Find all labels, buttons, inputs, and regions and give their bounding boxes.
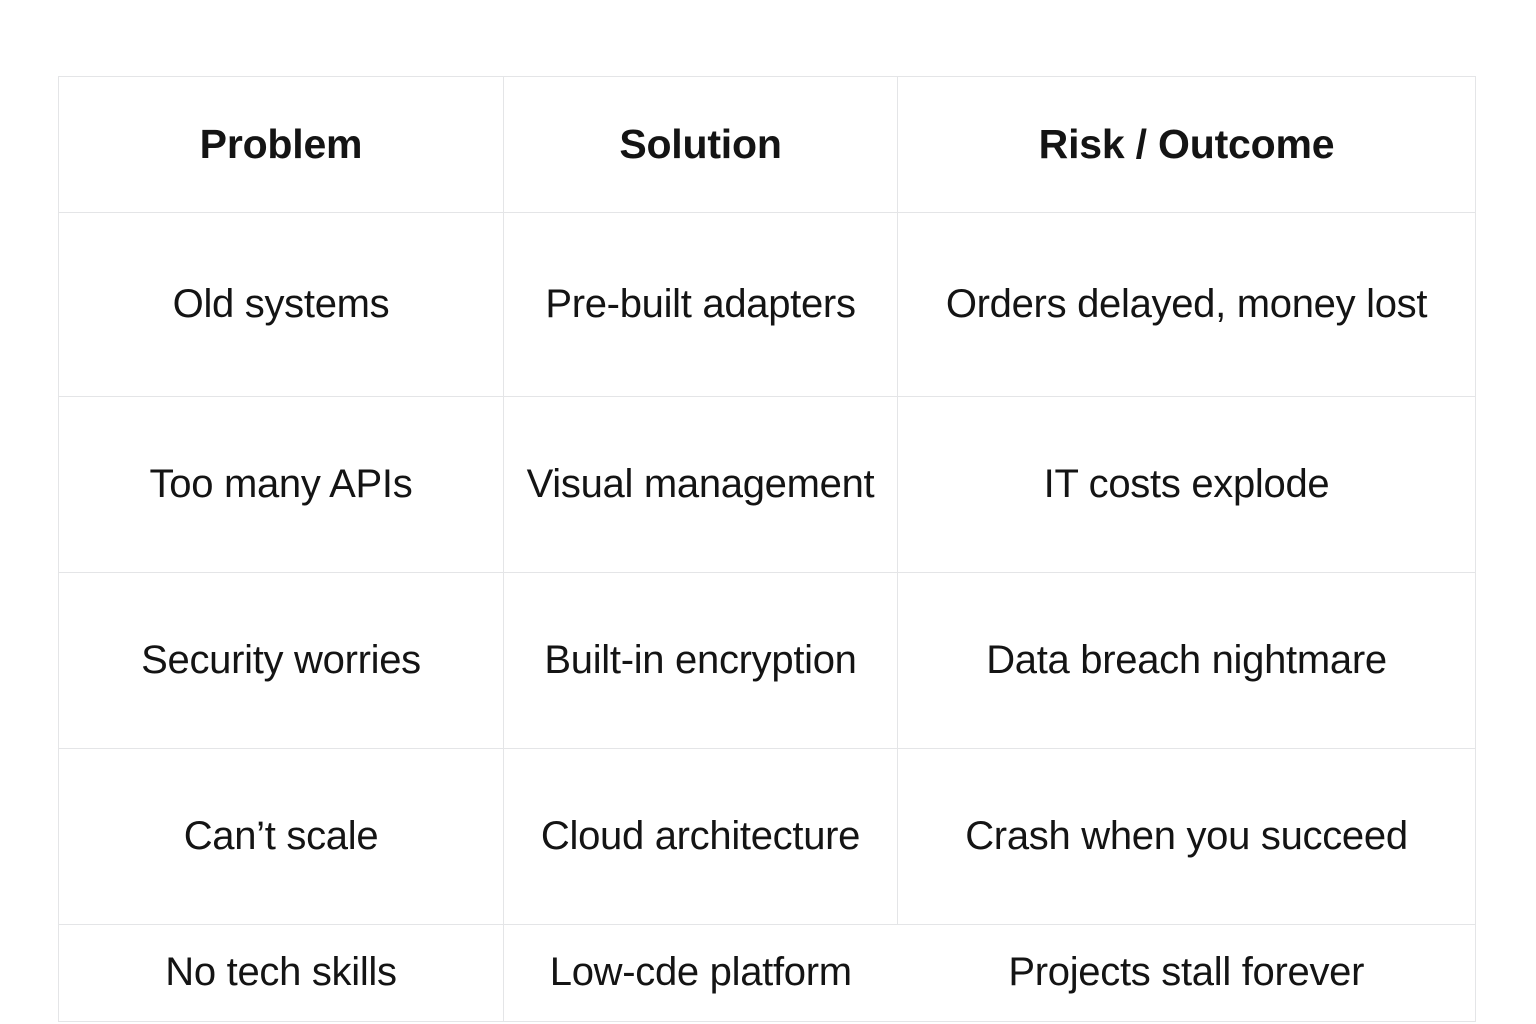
cell-solution: Cloud architecture xyxy=(503,748,898,925)
table-row: Too many APIs Visual management IT costs… xyxy=(58,396,1476,573)
cell-solution: Pre-built adapters xyxy=(503,212,898,397)
table-row: No tech skills Low-cde platform Projects… xyxy=(58,924,1476,1022)
cell-text: Projects stall forever xyxy=(1008,950,1365,995)
cell-risk: Projects stall forever xyxy=(897,924,1476,1022)
cell-text: Orders delayed, money lost xyxy=(945,281,1428,326)
cell-text: Data breach nightmare xyxy=(986,637,1387,682)
cell-problem: Can’t scale xyxy=(58,748,504,925)
cell-text: Crash when you succeed xyxy=(965,813,1408,858)
table-row: Old systems Pre-built adapters Orders de… xyxy=(58,212,1476,397)
cell-text: Too many APIs xyxy=(149,461,413,506)
cell-problem: Old systems xyxy=(58,212,504,397)
cell-problem: Security worries xyxy=(58,572,504,749)
cell-risk: Orders delayed, money lost xyxy=(897,212,1476,397)
cell-text: Can’t scale xyxy=(183,813,379,858)
column-header-risk-outcome: Risk / Outcome xyxy=(897,76,1476,213)
table-header: Problem Solution Risk / Outcome xyxy=(58,76,1476,213)
table-row: Security worries Built-in encryption Dat… xyxy=(58,572,1476,749)
cell-text: No tech skills xyxy=(165,950,397,995)
table-body: Old systems Pre-built adapters Orders de… xyxy=(58,212,1476,1022)
cell-risk: Data breach nightmare xyxy=(897,572,1476,749)
table-header-row: Problem Solution Risk / Outcome xyxy=(58,76,1476,213)
cell-text: Built-in encryption xyxy=(544,637,857,682)
cell-text: Low-cde platform xyxy=(549,950,852,995)
comparison-table: Problem Solution Risk / Outcome Old syst… xyxy=(58,76,1476,1022)
cell-text: Cloud architecture xyxy=(540,813,861,858)
cell-text: Pre-built adapters xyxy=(545,281,856,326)
cell-risk: Crash when you succeed xyxy=(897,748,1476,925)
cell-text: Security worries xyxy=(141,637,421,682)
cell-solution: Low-cde platform xyxy=(503,924,898,1022)
cell-problem: Too many APIs xyxy=(58,396,504,573)
table-row: Can’t scale Cloud architecture Crash whe… xyxy=(58,748,1476,925)
cell-text: IT costs explode xyxy=(1043,461,1330,506)
cell-text: Old systems xyxy=(172,281,390,326)
cell-problem: No tech skills xyxy=(58,924,504,1022)
cell-solution: Built-in encryption xyxy=(503,572,898,749)
cell-text: Visual management xyxy=(526,461,875,506)
column-header-problem: Problem xyxy=(58,76,504,213)
cell-risk: IT costs explode xyxy=(897,396,1476,573)
column-header-solution: Solution xyxy=(503,76,898,213)
comparison-table-container: Problem Solution Risk / Outcome Old syst… xyxy=(58,76,1476,1022)
cell-solution: Visual management xyxy=(503,396,898,573)
